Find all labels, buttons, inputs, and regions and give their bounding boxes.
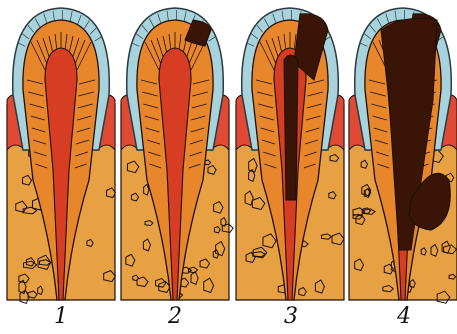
tooth-panel-2 [121,8,233,300]
pulp-infection [284,55,298,200]
panel-label-2: 2 [155,304,195,329]
panel-label-4: 4 [384,304,424,329]
panel-label-1: 1 [41,304,81,329]
tooth-panel-1 [7,8,115,303]
panel-label-3: 3 [271,304,311,329]
tooth-panel-4 [349,8,457,303]
tooth-panel-3 [236,8,344,300]
